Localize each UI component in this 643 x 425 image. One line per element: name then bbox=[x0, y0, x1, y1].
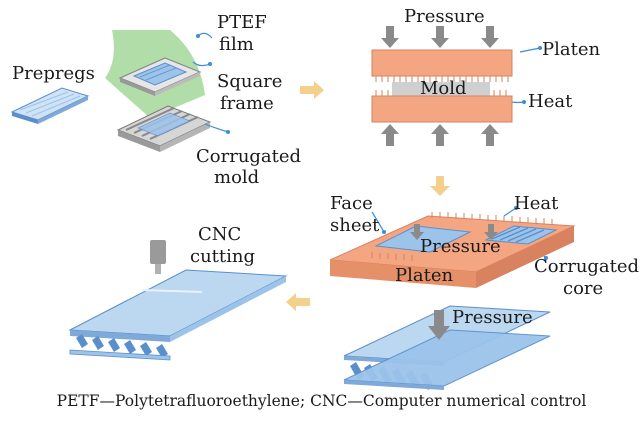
flow-arrow-left bbox=[286, 293, 310, 311]
label-corrugated-core-line1: Corrugated bbox=[534, 256, 640, 277]
flow-arrows bbox=[286, 81, 450, 311]
label-platen-mid: Platen bbox=[395, 265, 454, 286]
label-square-frame-line1: Square bbox=[217, 71, 283, 92]
label-heat-mid: Heat bbox=[514, 193, 559, 214]
label-heat-top: Heat bbox=[528, 91, 573, 112]
platen-assembly bbox=[329, 212, 576, 288]
cnc-panel bbox=[68, 240, 288, 361]
label-pressure-top: Pressure bbox=[404, 6, 485, 27]
prepregs-stack bbox=[10, 87, 90, 124]
corrugated-mold bbox=[116, 105, 212, 152]
label-corrugated-core-line2: core bbox=[563, 278, 604, 299]
label-prepregs: Prepregs bbox=[12, 63, 95, 84]
label-square-frame-line2: frame bbox=[220, 93, 274, 114]
label-corrugated-mold-line2: mold bbox=[214, 167, 260, 188]
label-cnc-line1: CNC bbox=[198, 224, 242, 245]
label-ptef-film-line1: PTEF bbox=[217, 12, 267, 33]
label-mold: Mold bbox=[420, 78, 467, 99]
sandwich-panel-pressed bbox=[343, 305, 551, 390]
label-pressure-mid: Pressure bbox=[420, 236, 501, 257]
hot-press bbox=[371, 26, 513, 146]
flow-arrow-down bbox=[430, 176, 450, 196]
label-platen-top: Platen bbox=[542, 39, 601, 60]
label-ptef-film-line2: film bbox=[219, 34, 254, 55]
square-frame bbox=[118, 57, 202, 96]
flow-arrow-right bbox=[300, 81, 324, 99]
label-face-sheet-line1: Face bbox=[330, 193, 373, 214]
label-cnc-line2: cutting bbox=[190, 246, 256, 267]
figure-caption: PETF—Polytetrafluoroethylene; CNC—Comput… bbox=[56, 392, 587, 410]
label-face-sheet-line2: sheet bbox=[330, 215, 380, 236]
label-corrugated-mold-line1: Corrugated bbox=[196, 146, 302, 167]
label-pressure-bottom: Pressure bbox=[452, 307, 533, 328]
